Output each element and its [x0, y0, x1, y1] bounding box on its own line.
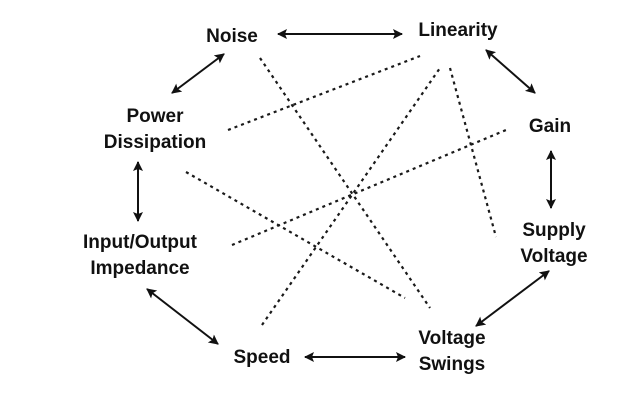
node-label-line: Swings: [419, 354, 486, 375]
node-label-line: Input/Output: [83, 232, 198, 253]
node-label-line: Noise: [206, 26, 258, 47]
node-label-line: Supply: [522, 220, 586, 241]
node-label-line: Linearity: [418, 20, 498, 41]
dashed-edge-input-output-impedance-to-gain: [231, 128, 507, 247]
double-arrow-power-dissipation-to-noise: [171, 53, 225, 94]
node-label-line: Voltage: [520, 246, 587, 267]
node-label-line: Voltage: [418, 328, 485, 349]
node-noise: Noise: [206, 26, 258, 47]
dashed-edge-linearity-to-supply-voltage: [448, 67, 498, 238]
node-linearity: Linearity: [418, 20, 498, 41]
node-gain: Gain: [529, 116, 571, 137]
dashed-edges: [185, 54, 507, 326]
node-label-line: Gain: [529, 116, 571, 137]
node-label-line: Power: [126, 106, 184, 127]
node-label-line: Speed: [233, 347, 290, 368]
double-arrow-linearity-to-gain: [485, 49, 536, 94]
dashed-edge-power-dissipation-to-voltage-swings: [185, 171, 406, 299]
double-arrow-speed-to-input-output-impedance: [146, 288, 219, 345]
node-label-line: Impedance: [90, 258, 189, 279]
dashed-edge-noise-to-voltage-swings: [259, 57, 431, 309]
dashed-edge-speed-to-linearity: [261, 67, 441, 326]
solid-edges: [133, 29, 556, 362]
dashed-edge-power-dissipation-to-linearity: [227, 54, 421, 132]
node-label-line: Dissipation: [104, 132, 206, 153]
double-arrow-supply-voltage-to-voltage-swings: [475, 270, 550, 327]
node-speed: Speed: [233, 347, 290, 368]
